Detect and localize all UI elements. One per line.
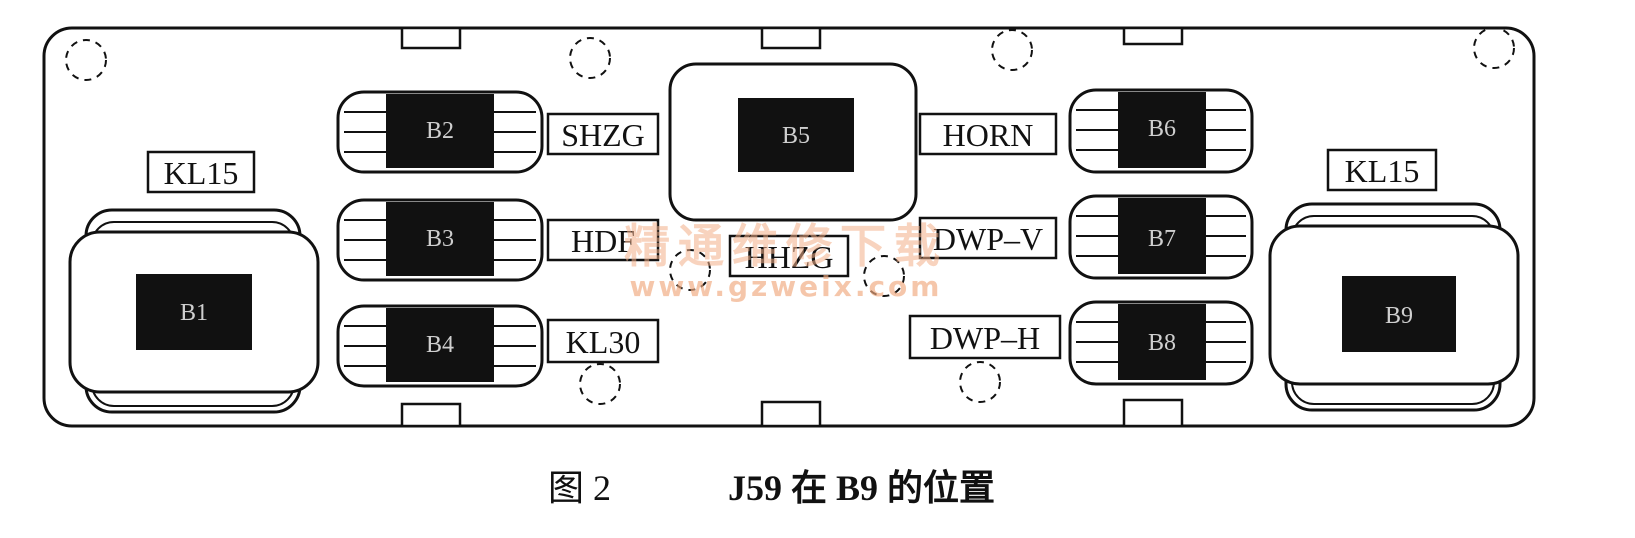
slot-label-b1: B1	[180, 300, 208, 326]
svg-text:HDF: HDF	[571, 223, 635, 259]
slot-label-b7: B7	[1148, 226, 1176, 252]
svg-text:HORN: HORN	[943, 117, 1034, 153]
label-hhzg: HHZG	[728, 234, 850, 278]
label-hdf: HDF	[546, 218, 660, 262]
mounting-hole-icon	[863, 255, 905, 297]
mounting-hole-icon	[579, 363, 621, 405]
relay-b9: B9	[1268, 202, 1520, 412]
watermark-url: www.gzweix.com	[630, 270, 943, 303]
edge-clip	[400, 26, 462, 50]
edge-clip	[760, 26, 822, 50]
mounting-hole-icon	[65, 39, 107, 81]
figure-number: 图 2	[548, 468, 611, 508]
svg-text:DWP–H: DWP–H	[930, 320, 1040, 356]
edge-clip	[400, 402, 462, 428]
fuse-b6: B6	[1068, 88, 1254, 174]
label-kl15-left: KL15	[146, 150, 256, 194]
mounting-hole-icon	[569, 37, 611, 79]
svg-text:DWP–V: DWP–V	[933, 221, 1043, 257]
slot-label-b8: B8	[1148, 330, 1176, 356]
edge-clip	[760, 400, 822, 428]
slot-label-b9: B9	[1385, 303, 1413, 329]
slot-label-b6: B6	[1148, 116, 1176, 142]
mounting-hole-icon	[1473, 27, 1515, 69]
slot-label-b2: B2	[426, 118, 454, 144]
label-kl30: KL30	[546, 318, 660, 364]
svg-text:KL15: KL15	[1345, 153, 1420, 189]
svg-text:KL30: KL30	[566, 324, 641, 360]
label-dwp-h: DWP–H	[908, 314, 1062, 360]
label-dwp-v: DWP–V	[918, 216, 1058, 260]
slot-label-b3: B3	[426, 226, 454, 252]
fuse-b8: B8	[1068, 300, 1254, 386]
mounting-hole-icon	[669, 249, 711, 291]
svg-text:KL15: KL15	[164, 155, 239, 191]
mounting-hole-icon	[991, 29, 1033, 71]
slot-label-b4: B4	[426, 332, 454, 358]
edge-clip	[1122, 398, 1184, 428]
watermark-cn: 精通维修下载	[624, 219, 948, 273]
mounting-holes	[65, 27, 1515, 405]
relay-b1: B1	[68, 208, 320, 414]
slot-label-b5: B5	[782, 123, 810, 149]
svg-text:HHZG: HHZG	[745, 239, 834, 275]
label-kl15-right: KL15	[1326, 148, 1438, 192]
svg-text:SHZG: SHZG	[561, 117, 645, 153]
mounting-hole-icon	[959, 361, 1001, 403]
label-horn: HORN	[918, 112, 1058, 156]
figure-caption: J59 在 B9 的位置	[728, 468, 995, 508]
label-shzg: SHZG	[546, 112, 660, 156]
fuse-b4: B4	[336, 304, 544, 388]
fuse-b2: B2	[336, 90, 544, 174]
fuse-b7: B7	[1068, 194, 1254, 280]
edge-clip	[1122, 26, 1184, 46]
fuse-b3: B3	[336, 198, 544, 282]
relay-b5: B5	[668, 62, 918, 222]
